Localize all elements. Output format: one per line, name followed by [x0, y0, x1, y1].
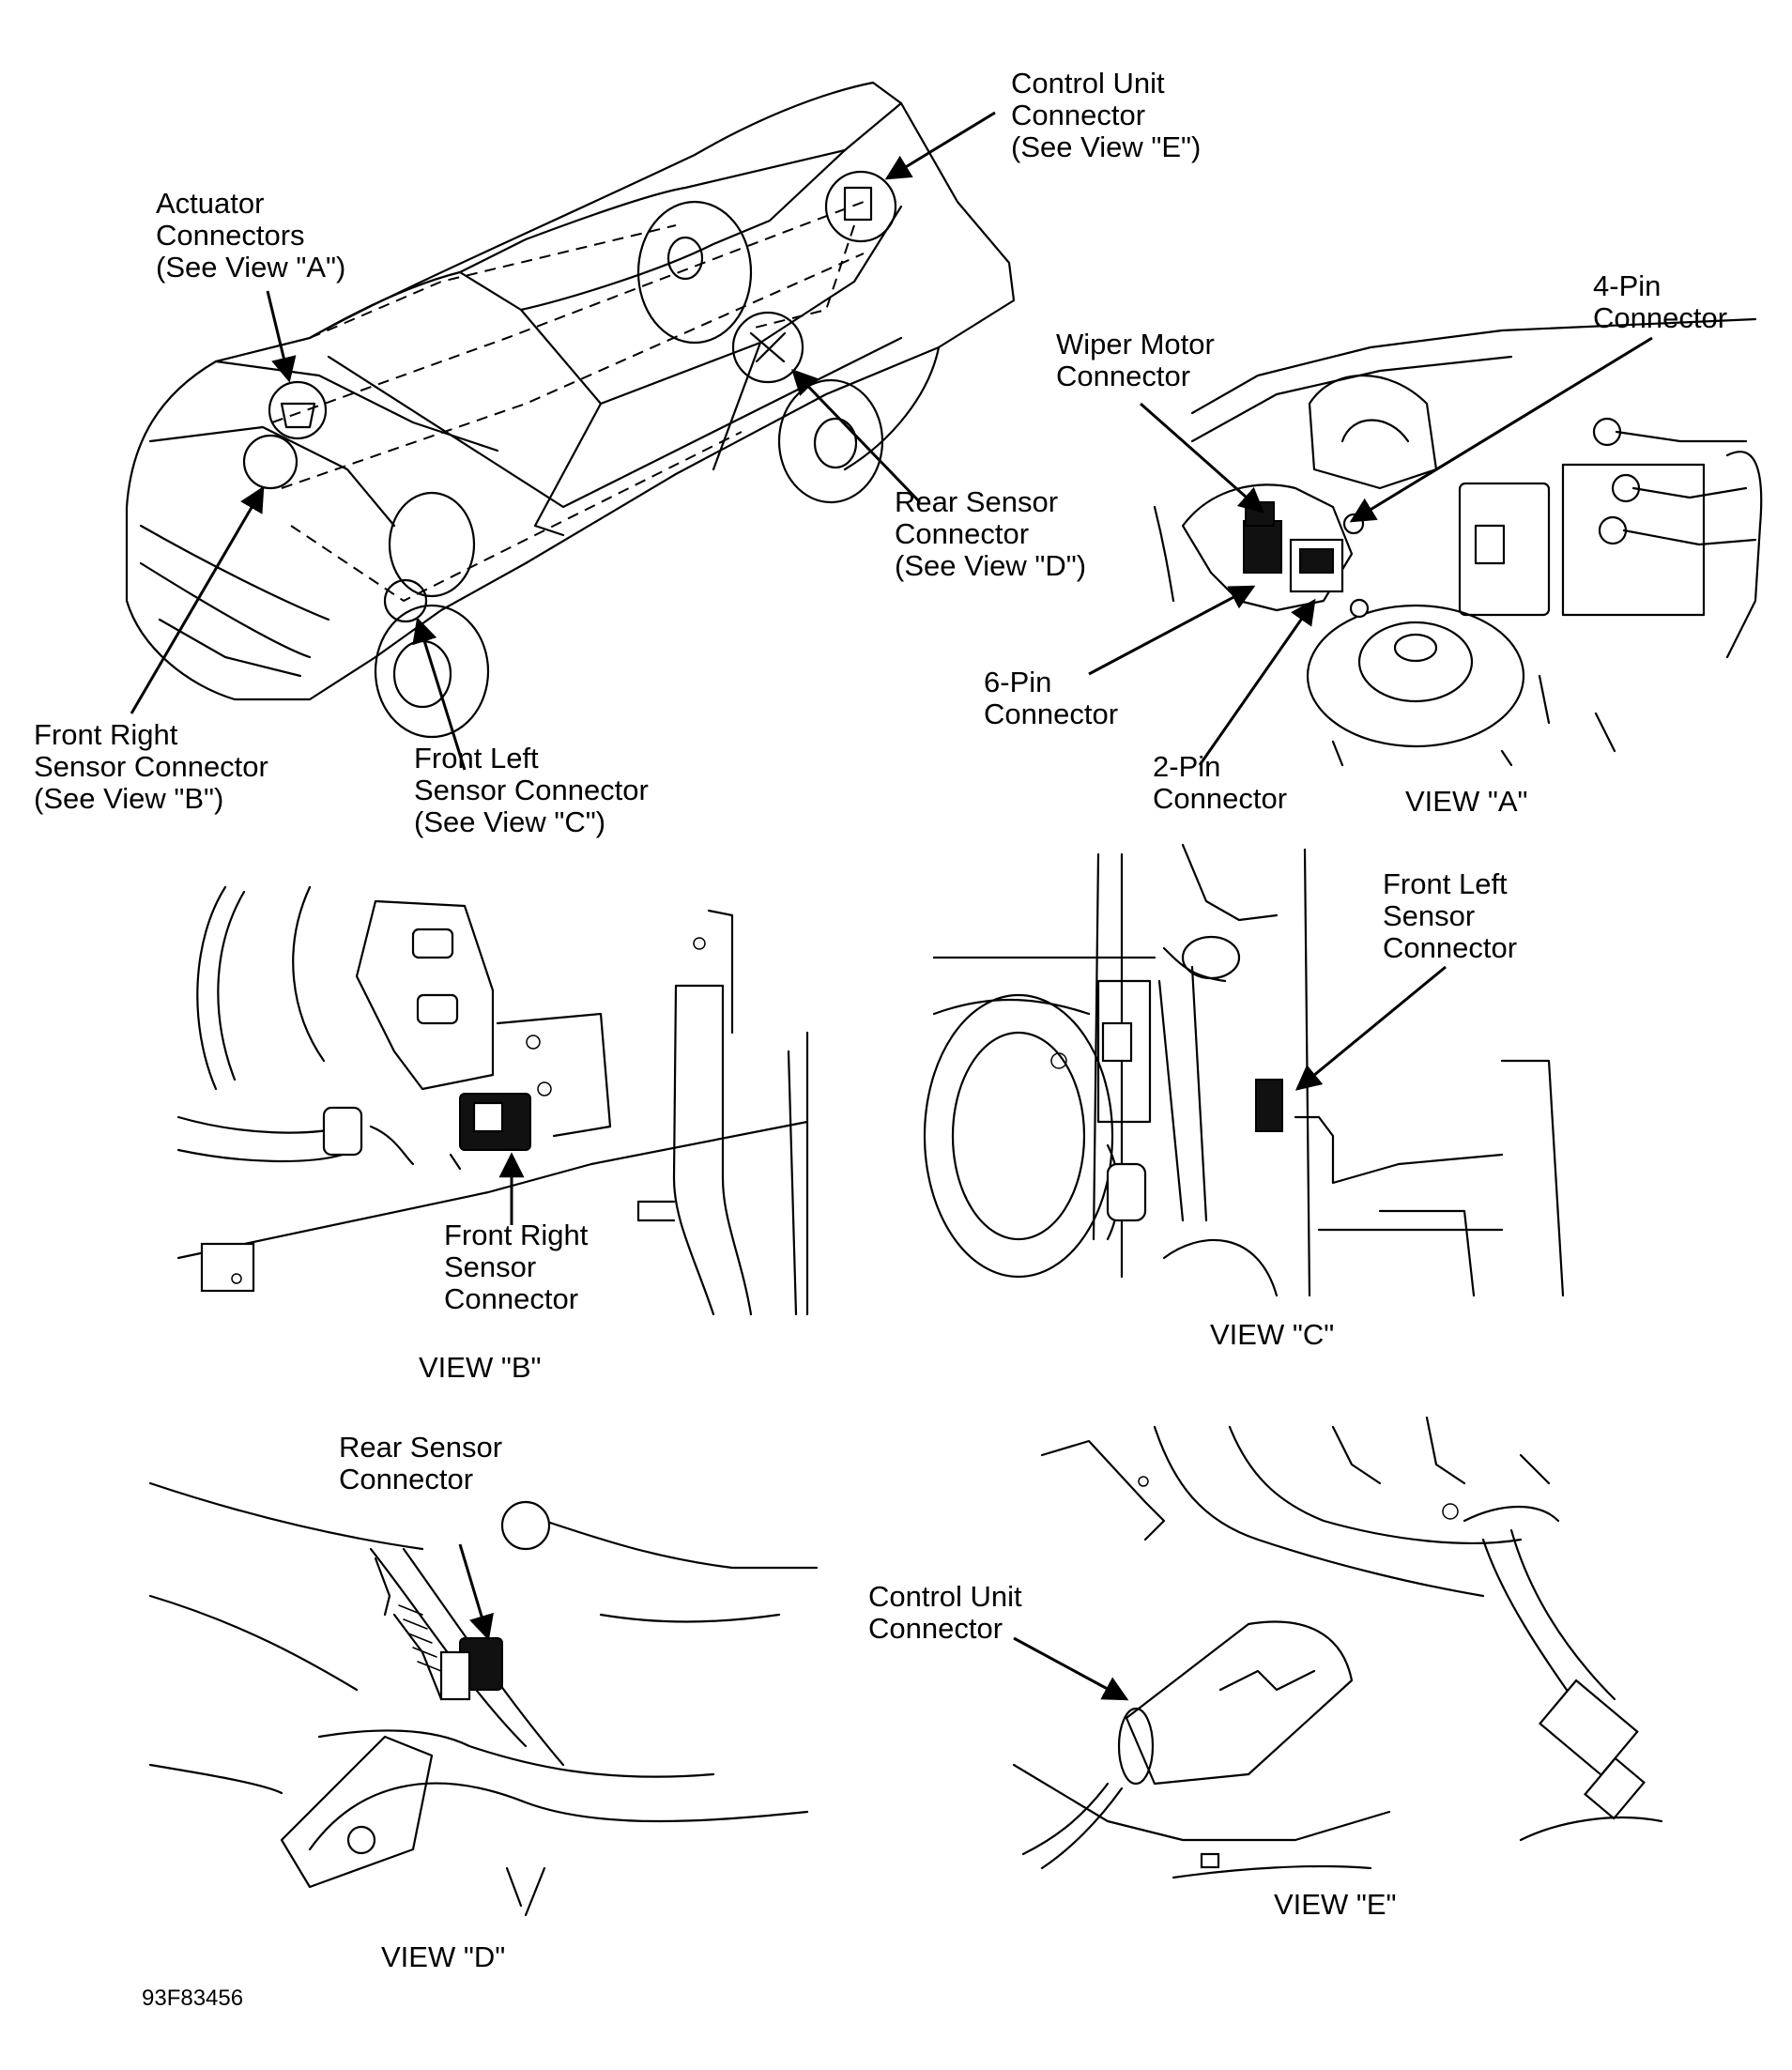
view-e-caption: VIEW "E": [1274, 1888, 1397, 1921]
figure-code: 93F83456: [142, 1986, 244, 2011]
front-left-callout-circle: [383, 578, 428, 623]
car-overview-drawing: [125, 81, 1016, 739]
view-e-leader-lines: [1013, 1636, 1129, 1701]
front-right-sensor-connector-label: Front Right Sensor Connector (See View "…: [34, 718, 268, 815]
rear-sensor-callout-circle: [731, 311, 804, 384]
view-d-drawing: [148, 1481, 819, 1917]
actuator-connectors-label: Actuator Connectors (See View "A"): [156, 187, 346, 284]
view-b-caption: VIEW "B": [419, 1351, 542, 1384]
view-a-leader-lines: [1088, 336, 1653, 766]
rear-sensor-connector-label: Rear Sensor Connector (See View "D"): [895, 485, 1087, 582]
view-c-leader-lines: [1294, 965, 1447, 1091]
front-left-sensor-connector-label: Front Left Sensor Connector (See View "C…: [414, 742, 649, 838]
front-right-callout-circle: [242, 434, 299, 490]
four-pin-connector-label: 4-Pin Connector: [1593, 269, 1728, 334]
control-unit-callout-circle: [824, 170, 897, 243]
view-d-leader-lines: [458, 1543, 494, 1641]
view-a-caption: VIEW "A": [1405, 785, 1528, 818]
view-c-caption: VIEW "C": [1210, 1318, 1335, 1351]
view-c-sensor-label: Front Left Sensor Connector: [1383, 867, 1518, 964]
view-e-control-unit-label: Control Unit Connector: [868, 1580, 1022, 1645]
view-d-caption: VIEW "D": [381, 1940, 506, 1973]
view-e-drawing: [1012, 1416, 1663, 1879]
two-pin-connector-label: 2-Pin Connector: [1153, 750, 1288, 815]
control-unit-connector-label: Control Unit Connector (See View "E"): [1011, 67, 1202, 163]
wiper-motor-connector-label: Wiper Motor Connector: [1056, 328, 1215, 392]
six-pin-connector-label: 6-Pin Connector: [984, 666, 1119, 730]
overview-leader-lines: [130, 111, 996, 771]
view-b-drawing: [176, 885, 809, 1316]
view-b-sensor-label: Front Right Sensor Connector: [444, 1219, 589, 1315]
view-d-sensor-label: Rear Sensor Connector: [339, 1431, 503, 1495]
actuator-callout-circle: [268, 380, 328, 440]
